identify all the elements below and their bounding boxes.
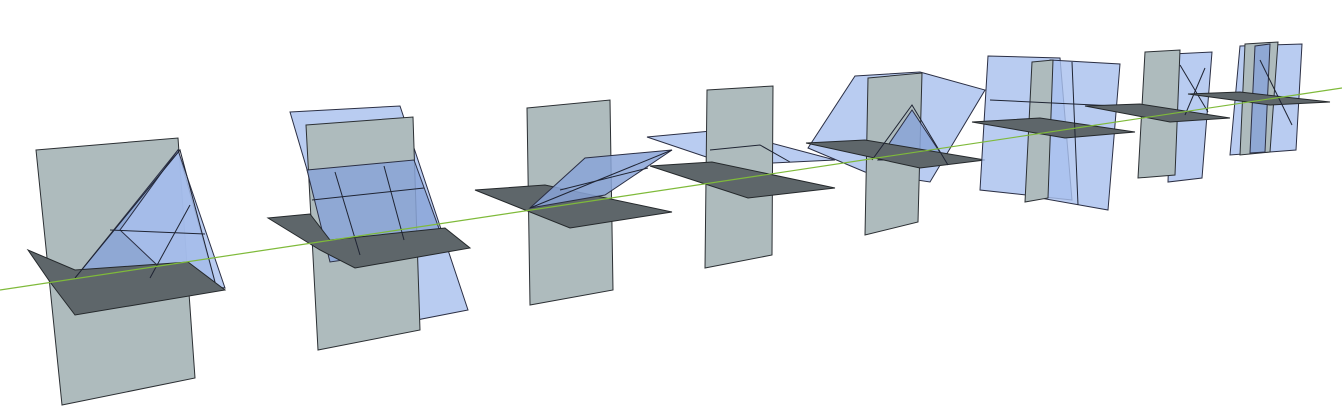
horizontal-plane [474, 184, 673, 229]
intersection-edge [109, 229, 206, 235]
intersection-edge [989, 99, 1116, 107]
intersection-edge [1184, 67, 1206, 116]
figure-3 [474, 99, 673, 306]
intersection-edge [1259, 59, 1293, 126]
intersection-edge [1179, 64, 1209, 113]
horizontal-plane [971, 117, 1136, 139]
intersection-edge [311, 187, 425, 201]
horizontal-plane [266, 213, 472, 269]
figure-6 [971, 55, 1136, 211]
figure-1 [26, 137, 227, 406]
horizontal-plane [1187, 91, 1331, 106]
intersection-edge [334, 171, 361, 256]
figure-4 [646, 85, 836, 269]
axis-line [0, 87, 1342, 291]
intersection-edge [709, 144, 791, 163]
figure-2 [266, 105, 472, 351]
figure-7 [1084, 49, 1231, 183]
intersection-edge [529, 149, 673, 209]
intersection-edge [383, 165, 405, 241]
intersection-edge [74, 148, 216, 283]
intersection-edge [559, 167, 649, 191]
intersection-edge [1071, 61, 1079, 206]
figure-5 [805, 71, 986, 236]
horizontal-plane [1084, 103, 1231, 123]
horizontal-plane [649, 161, 836, 199]
intersection-edge [871, 104, 949, 166]
